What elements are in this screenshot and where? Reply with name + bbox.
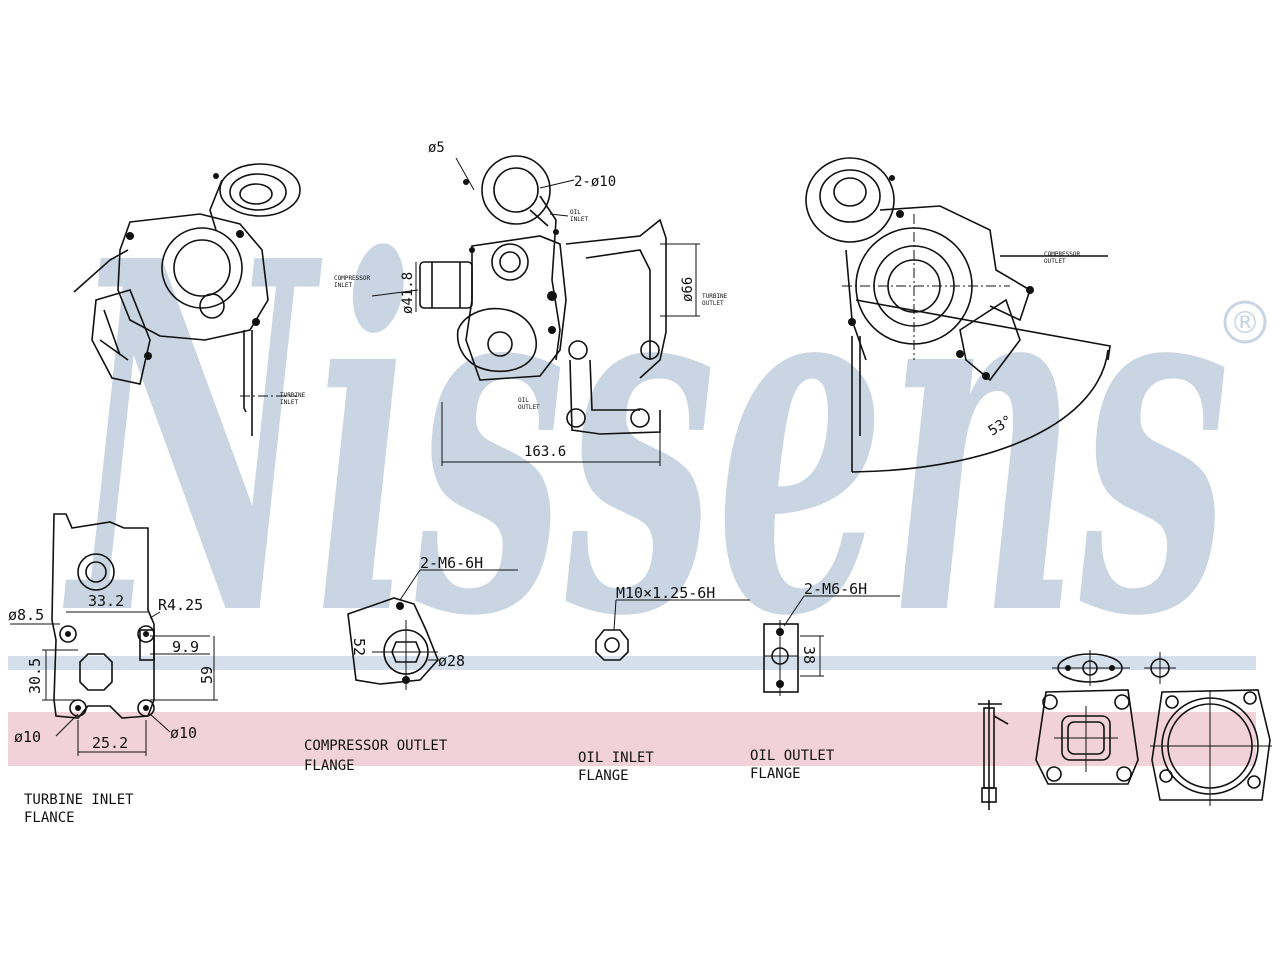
square-gasket-icon (1035, 689, 1139, 785)
d28-label: ø28 (438, 652, 465, 670)
turbine-outlet-label: TURBINE OUTLET (702, 293, 731, 307)
d66-label: ø66 (680, 277, 696, 302)
oil-inlet-thread-label: M10×1.25-6H (616, 584, 715, 602)
d5-label: ø5 (428, 140, 445, 156)
registered-mark-icon: ® (1223, 300, 1267, 344)
compressor-thread-label: 2-M6-6H (420, 554, 483, 572)
oval-gasket-icon (1052, 650, 1130, 686)
compressor-inlet-label: COMPRESSOR INLET (334, 275, 374, 289)
compressor-outlet-flange: 2-M6-6H 52 ø28 COMPRESSOR OUTLET FLANGE (304, 554, 518, 774)
dim-30-5-label: 30.5 (26, 658, 44, 694)
compressor-outlet-small-label: COMPRESSOR OUTLET (1044, 251, 1084, 265)
oil-outlet-small-line1: OIL (518, 397, 529, 404)
oil-inlet-small-line2: INLET (570, 216, 588, 223)
svg-text:®: ® (1230, 306, 1260, 341)
oil-outlet-flange: 2-M6-6H 38 OIL OUTLET FLANGE (750, 580, 900, 782)
oil-pipe-icon (978, 700, 1009, 810)
turbo-view-right: COMPRESSOR OUTLET 53° (805, 157, 1111, 473)
oil-inlet-flange-subtitle: FLANGE (578, 768, 629, 784)
turbine-outlet-line1: TURBINE (702, 293, 728, 300)
turbine-inlet-flange-title: TURBINE INLET (24, 792, 134, 808)
compressor-inlet-line1: COMPRESSOR (334, 275, 371, 282)
dim-33-2-label: 33.2 (88, 592, 124, 610)
oil-inlet-small-label: OIL INLET (570, 209, 588, 223)
compressor-outlet-small-line2: OUTLET (1044, 258, 1066, 265)
oil-inlet-flange-title: OIL INLET (578, 750, 654, 766)
turbo-view-middle: ø5 2-ø10 OIL INLET COMPRESSOR INLET ø41.… (334, 140, 731, 466)
large-flange-gasket-icon (1150, 689, 1272, 806)
dim-25-2-label: 25.2 (92, 734, 128, 752)
turbine-outlet-line2: OUTLET (702, 300, 724, 307)
turbine-inlet-flange-subtitle: FLANCE (24, 810, 75, 826)
oil-outlet-small-line2: OUTLET (518, 404, 540, 411)
turbine-inlet-flange: ø8.5 33.2 R4.25 9.9 30.5 59 ø10 25.2 ø10… (8, 513, 218, 826)
d10-right-label: ø10 (170, 724, 197, 742)
oil-inlet-flange: M10×1.25-6H OIL INLET FLANGE (578, 584, 750, 784)
turbine-inlet-line1: TURBINE (280, 392, 306, 399)
oil-outlet-small-label: OIL OUTLET (518, 397, 540, 411)
d41-8-label: ø41.8 (400, 272, 416, 314)
dim-59-label: 59 (198, 666, 216, 684)
blue-band (8, 656, 1256, 670)
compressor-outlet-flange-subtitle: FLANGE (304, 758, 355, 774)
oil-outlet-thread-label: 2-M6-6H (804, 580, 867, 598)
dim-38-label: 38 (800, 646, 818, 664)
gasket-set (978, 650, 1272, 810)
compressor-inlet-line2: INLET (334, 282, 352, 289)
width-163-6-label: 163.6 (524, 444, 566, 460)
oil-outlet-flange-title: OIL OUTLET (750, 748, 835, 764)
compressor-outlet-flange-title: COMPRESSOR OUTLET (304, 738, 448, 754)
compressor-outlet-small-line1: COMPRESSOR (1044, 251, 1081, 258)
oil-inlet-small-line1: OIL (570, 209, 581, 216)
round-washer-icon (1144, 652, 1176, 684)
d8-5-label: ø8.5 (8, 606, 44, 624)
nissens-watermark: Nissens (62, 158, 1230, 722)
dim-52-label: 52 (350, 638, 368, 656)
d10-left-label: ø10 (14, 728, 41, 746)
dim-9-9-label: 9.9 (172, 638, 199, 656)
r4-25-label: R4.25 (158, 596, 203, 614)
turbine-inlet-label: TURBINE INLET (280, 392, 309, 406)
turbo-view-left: TURBINE INLET (73, 163, 309, 436)
pink-band (8, 712, 1256, 766)
two-d10-label: 2-ø10 (574, 174, 616, 190)
turbine-inlet-line2: INLET (280, 399, 298, 406)
oil-outlet-flange-subtitle: FLANGE (750, 766, 801, 782)
